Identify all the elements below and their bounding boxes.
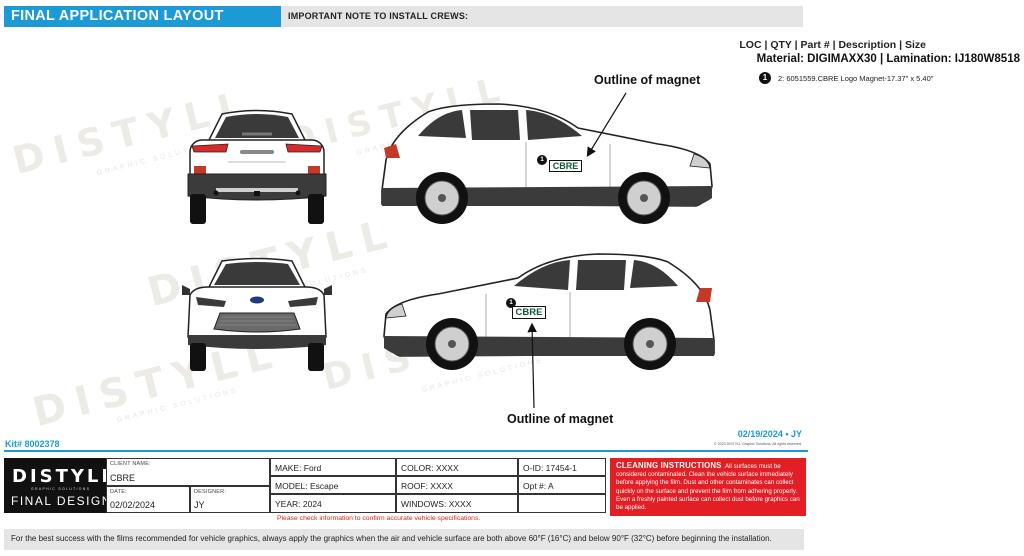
car-front-view-icon bbox=[182, 257, 332, 371]
page-title: FINAL APPLICATION LAYOUT bbox=[11, 8, 224, 24]
final-design-label: FINAL DESIGN bbox=[11, 494, 112, 508]
make-cell: MAKE: Ford bbox=[270, 458, 396, 476]
design-date: 02/02/2024 bbox=[110, 500, 156, 510]
magnet-location-pin: 1 bbox=[537, 155, 547, 165]
color-cell: COLOR: XXXX bbox=[396, 458, 518, 476]
distyll-logo: DISTYLL GRAPHIC SOLUTIONS FINAL DESIGN bbox=[4, 458, 113, 513]
material-line: Material: DIGIMAXX30 | Lamination: IJ180… bbox=[756, 53, 1020, 65]
car-rear-view-icon bbox=[187, 109, 327, 224]
magnet-location-pin: 1 bbox=[506, 298, 516, 308]
client-name: CBRE bbox=[110, 473, 136, 483]
cleaning-instructions: CLEANING INSTRUCTIONS All surfaces must … bbox=[610, 458, 806, 516]
legend-item-loc-badge: 1 bbox=[759, 72, 771, 84]
cleaning-heading: CLEANING INSTRUCTIONS bbox=[616, 461, 722, 470]
divider bbox=[4, 450, 808, 452]
install-note-banner: IMPORTANT NOTE TO INSTALL CREWS: bbox=[281, 6, 803, 27]
copyright: © 2023 DISTYLL Graphic Solutions. All ri… bbox=[713, 442, 802, 446]
layout-title-banner: FINAL APPLICATION LAYOUT bbox=[4, 6, 281, 27]
logo-word: DISTYLL bbox=[12, 466, 116, 487]
legend-item-text: 2: 6051559.CBRE Logo Magnet-17.37" x 5.4… bbox=[778, 74, 934, 83]
magnet-outline: CBRE bbox=[512, 306, 546, 319]
blank-cell bbox=[518, 494, 606, 513]
model-cell: MODEL: Escape bbox=[270, 476, 396, 494]
callout-label: Outline of magnet bbox=[594, 73, 701, 87]
magnet-outline: CBRE bbox=[549, 160, 582, 172]
roof-cell: ROOF: XXXX bbox=[396, 476, 518, 494]
client-cell: CLIENT NAME: CBRE bbox=[106, 458, 270, 486]
kit-number: Kit# 8002378 bbox=[5, 439, 60, 449]
revision-date: 02/19/2024 • JY bbox=[737, 429, 802, 439]
callout-label: Outline of magnet bbox=[507, 412, 614, 426]
option-cell: Opt #: A bbox=[518, 476, 606, 494]
order-id-cell: O-ID: 17454-1 bbox=[518, 458, 606, 476]
date-cell: DATE: 02/02/2024 bbox=[106, 486, 190, 513]
install-note-title: IMPORTANT NOTE TO INSTALL CREWS: bbox=[288, 11, 469, 21]
temperature-note-bar: For the best success with the films reco… bbox=[4, 529, 804, 550]
verify-specs-note: Please check information to confirm accu… bbox=[277, 515, 481, 522]
designer-initials: JY bbox=[194, 500, 205, 510]
windows-cell: WINDOWS: XXXX bbox=[396, 494, 518, 513]
legend-columns: LOC | QTY | Part # | Description | Size bbox=[739, 39, 926, 51]
car-side-left-view-icon bbox=[383, 253, 715, 370]
car-side-right-view-icon bbox=[381, 103, 713, 224]
logo-sub: GRAPHIC SOLUTIONS bbox=[31, 487, 91, 491]
temperature-note: For the best success with the films reco… bbox=[11, 534, 772, 543]
year-cell: YEAR: 2024 bbox=[270, 494, 396, 513]
designer-cell: DESIGNER: JY bbox=[190, 486, 270, 513]
cleaning-body: All surfaces must be considered contamin… bbox=[616, 463, 800, 512]
